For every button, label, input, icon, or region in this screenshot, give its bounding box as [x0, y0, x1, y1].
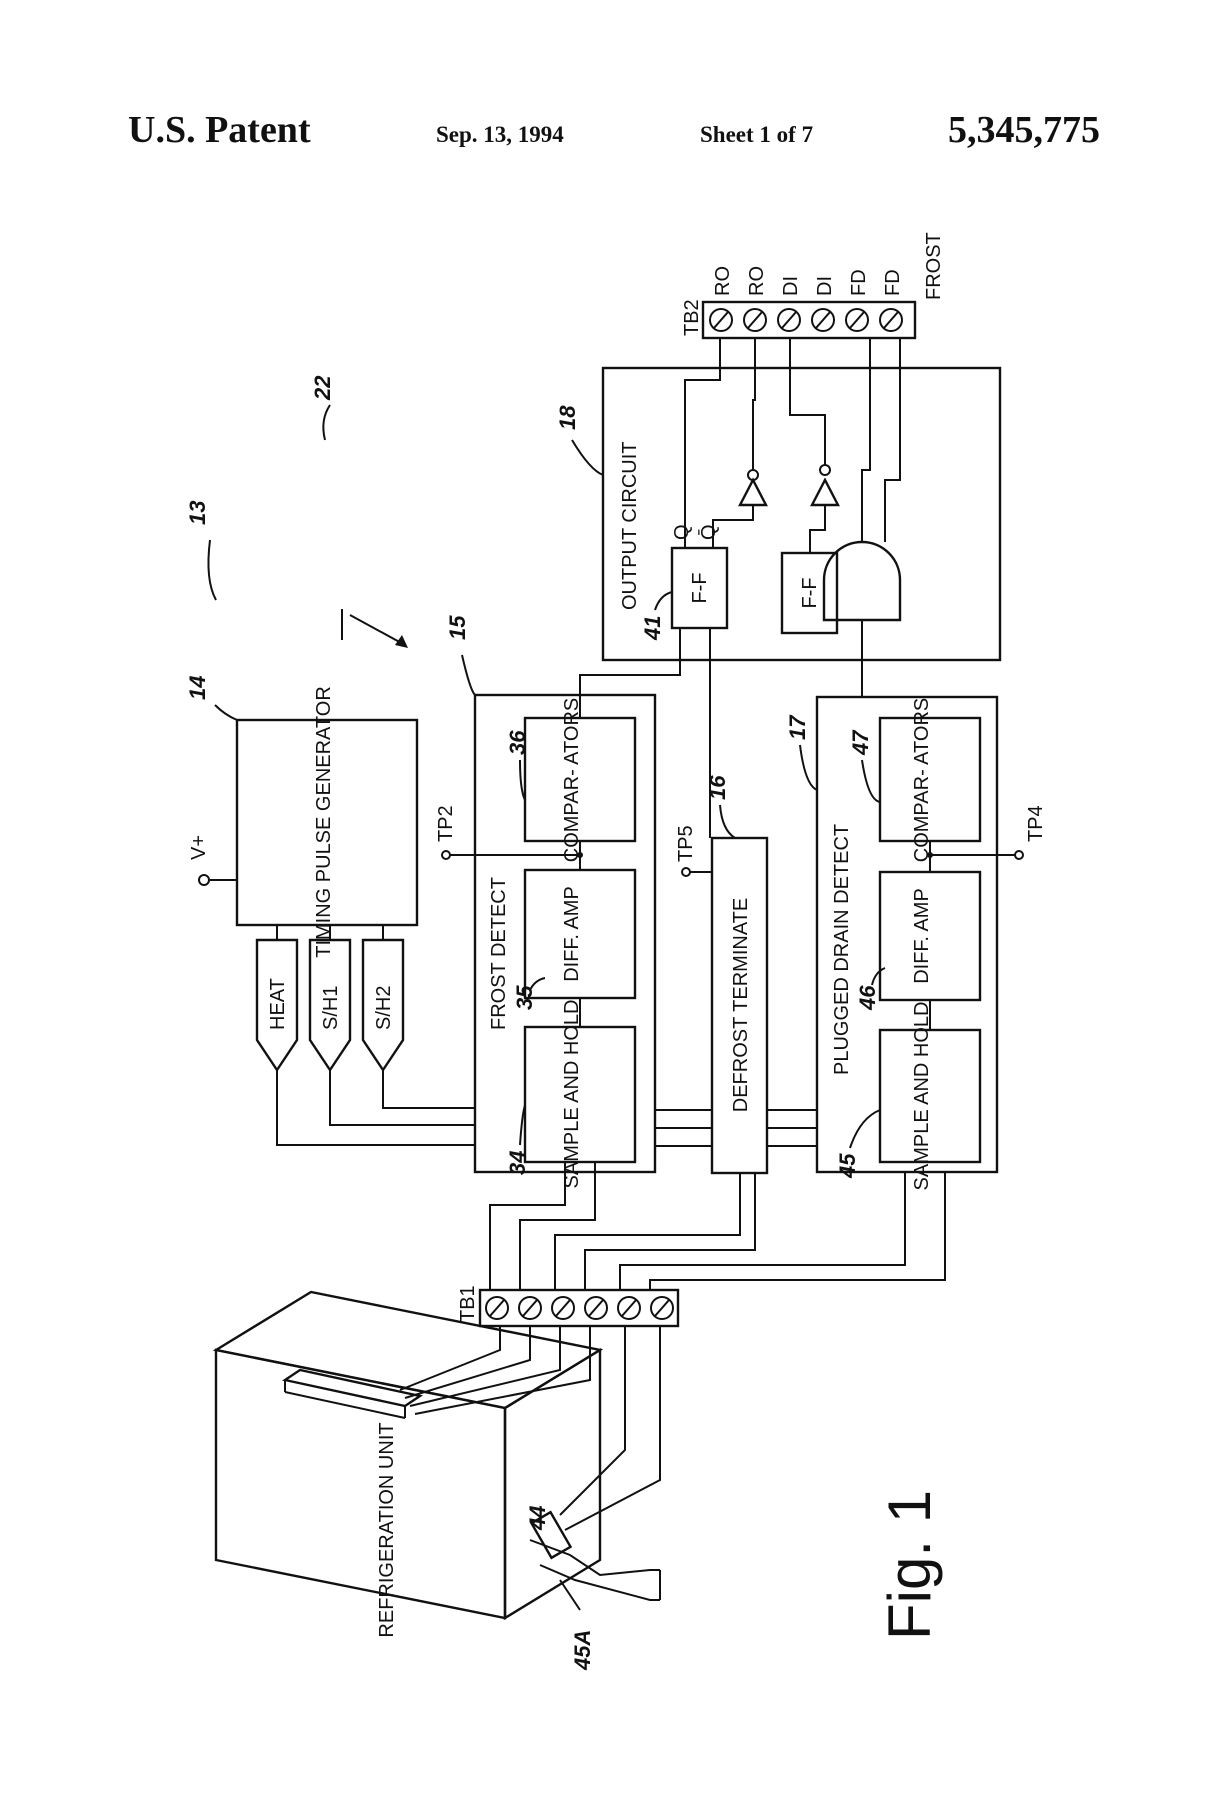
svg-text:DIFF. AMP: DIFF. AMP: [911, 888, 933, 984]
defrost-terminate-block: DEFROST TERMINATE: [710, 836, 769, 1175]
svg-text:15: 15: [445, 615, 470, 640]
tb2-label: TB2: [681, 299, 703, 336]
svg-text:S/H2: S/H2: [373, 986, 395, 1030]
svg-text:SAMPLE AND HOLD: SAMPLE AND HOLD: [911, 1002, 933, 1191]
svg-text:Q: Q: [671, 524, 693, 540]
output-circuit-block: OUTPUT CIRCUIT F-F F-F Q Q̄: [601, 366, 1002, 662]
svg-text:Q̄: Q̄: [697, 524, 720, 540]
tb2-terminal-di-1: DI: [780, 276, 802, 296]
reference-numerals: 13 14 22 44 45A 15 16 17 18 34 35 36 41 …: [185, 375, 886, 1671]
publication-label: U.S. Patent: [128, 109, 311, 151]
sheet-number: Sheet 1 of 7: [700, 122, 814, 147]
svg-text:DEFROST TERMINATE: DEFROST TERMINATE: [730, 898, 752, 1112]
tb2-terminal-di-2: DI: [814, 276, 836, 296]
svg-text:45: 45: [835, 1153, 860, 1179]
svg-text:34: 34: [505, 1151, 530, 1175]
patent-number: 5,345,775: [948, 109, 1100, 151]
plugged-drain-detect-label: PLUGGED DRAIN DETECT: [831, 824, 853, 1075]
and-gate: [822, 540, 902, 622]
tb2-terminal-ro-2: RO: [746, 266, 768, 296]
svg-text:TP2: TP2: [435, 805, 457, 842]
svg-text:17: 17: [785, 714, 810, 740]
frost-detect-label: FROST DETECT: [488, 877, 510, 1030]
svg-text:COMPAR- ATORS: COMPAR- ATORS: [561, 698, 583, 862]
svg-text:COMPAR- ATORS: COMPAR- ATORS: [911, 698, 933, 862]
svg-text:22: 22: [310, 375, 335, 401]
svg-text:45A: 45A: [570, 1630, 595, 1671]
tb1-label: TB1: [457, 1285, 479, 1322]
sh2-signal: S/H2: [361, 938, 405, 1073]
frost-output-label: FROST: [923, 232, 945, 300]
svg-text:OUTPUT CIRCUIT: OUTPUT CIRCUIT: [619, 441, 641, 610]
svg-text:SAMPLE AND HOLD: SAMPLE AND HOLD: [561, 1000, 583, 1189]
svg-text:16: 16: [705, 775, 730, 800]
inverter-1: [738, 477, 768, 507]
figure-label: Fig. 1: [876, 1490, 943, 1640]
tb2-terminal-block: TB2 RO RO DI DI FD FD FROST: [681, 232, 945, 340]
tb1-terminal-block: TB1: [457, 1285, 680, 1328]
svg-text:44: 44: [525, 1506, 550, 1531]
svg-text:35: 35: [512, 985, 537, 1010]
timing-pulse-generator-label: TIMING PULSE GENERATOR: [313, 686, 335, 958]
svg-text:F-F: F-F: [689, 572, 711, 603]
svg-text:46: 46: [855, 985, 880, 1011]
svg-text:13: 13: [185, 501, 210, 525]
tb2-terminal-fd-1: FD: [848, 269, 870, 296]
heat-signal: HEAT: [255, 938, 299, 1073]
frost-detect-block: FROST DETECT COMPAR- ATORS DIFF. AMP SAM…: [473, 693, 657, 1189]
svg-text:TP4: TP4: [1025, 805, 1047, 842]
plugged-drain-detect-block: PLUGGED DRAIN DETECT COMPAR- ATORS DIFF.…: [815, 695, 999, 1191]
svg-text:HEAT: HEAT: [267, 978, 289, 1030]
tb2-terminal-fd-2: FD: [882, 269, 904, 296]
svg-text:DIFF. AMP: DIFF. AMP: [561, 886, 583, 982]
svg-text:18: 18: [555, 405, 580, 430]
svg-text:F-F: F-F: [799, 577, 821, 608]
tb2-terminal-ro-1: RO: [712, 266, 734, 296]
svg-text:41: 41: [640, 616, 665, 641]
refrigeration-unit: REFRIGERATION UNIT: [212, 1290, 604, 1638]
svg-text:S/H1: S/H1: [320, 986, 342, 1030]
patent-date: Sep. 13, 1994: [436, 122, 564, 147]
svg-text:14: 14: [185, 676, 210, 700]
flip-flop-1: [670, 546, 729, 630]
inverter-2: [810, 477, 840, 507]
refrigeration-unit-label: REFRIGERATION UNIT: [376, 1422, 398, 1637]
sh1-signal: S/H1: [308, 938, 352, 1073]
svg-text:47: 47: [848, 729, 873, 756]
svg-text:36: 36: [505, 730, 530, 755]
timing-pulse-generator-block: TIMING PULSE GENERATOR: [235, 686, 419, 958]
svg-text:TP5: TP5: [675, 825, 697, 862]
vplus-label: V+: [188, 835, 210, 860]
